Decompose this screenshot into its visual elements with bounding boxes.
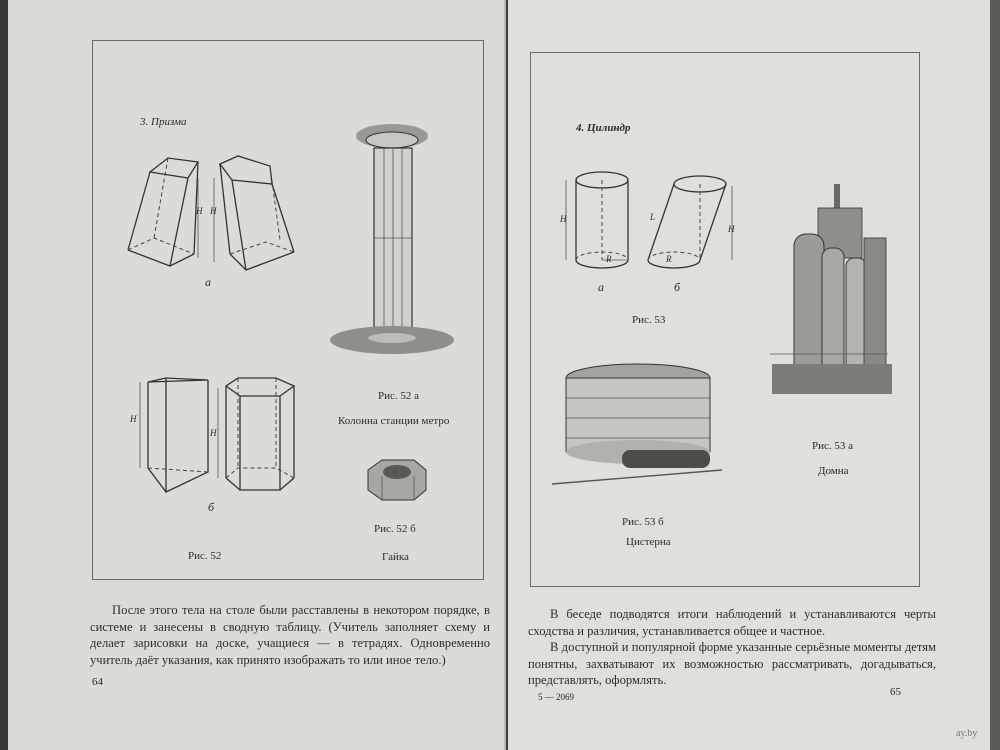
section-title-cylinder: 4. Цилиндр [576, 122, 631, 134]
fig52a-caption: Рис. 52 а [378, 390, 420, 402]
dim-label-h-prism-a2: H [210, 206, 217, 216]
fig52-caption: Рис. 52 [188, 550, 222, 562]
figure-frame-left [92, 40, 484, 580]
section-title-prism: 3. Призма [140, 116, 187, 128]
figure-label-b: б [208, 500, 215, 514]
prism-drawing-b [139, 377, 296, 493]
page-number-left: 64 [92, 676, 103, 688]
right-paragraph-2: В доступной и популярной форме указанные… [528, 640, 936, 687]
dim-label-h-prism-a1: H [196, 206, 203, 216]
blast-furnace-illustration [770, 184, 892, 394]
book-edge [990, 0, 1000, 750]
dim-label-h-cyl-a: H [560, 214, 567, 224]
figure-label-a-right: а [598, 280, 604, 294]
right-paragraph-1: В беседе подводятся итоги наблюдений и у… [528, 607, 936, 638]
fig53a-caption: Рис. 53 а [812, 440, 854, 452]
dim-label-h-cyl-b: H [728, 224, 735, 234]
metro-column-illustration [330, 124, 454, 354]
tank-illustration [551, 363, 723, 485]
dim-label-r-cyl-a: R [606, 254, 612, 264]
dim-label-h-prism-b2: H [210, 428, 217, 438]
signature-mark: 5 — 2069 [538, 692, 574, 702]
figure-label-a: а [205, 275, 211, 289]
fig53b-caption: Рис. 53 б [622, 516, 664, 528]
page-number-right: 65 [890, 686, 901, 698]
fig52b-caption: Рис. 52 б [374, 523, 416, 535]
watermark: ay.by [956, 728, 978, 739]
fig53a-title: Домна [818, 465, 849, 477]
fig53b-title: Цистерна [626, 536, 671, 548]
figure-label-b-right: б [674, 280, 681, 294]
fig53-caption: Рис. 53 [632, 314, 666, 326]
left-body-text: После этого тела на столе были расставле… [90, 602, 490, 668]
fig52a-title: Колонна станции метро [338, 415, 450, 427]
left-paragraph-1: После этого тела на столе были расставле… [90, 603, 490, 667]
nut-illustration [367, 459, 427, 501]
right-page: 4. Цилиндр H R L R H а б Рис. 53 Рис. [508, 0, 990, 750]
cylinder-drawing [565, 171, 733, 269]
dim-label-r-cyl-b: R [666, 254, 672, 264]
dim-label-l-cyl-b: L [650, 212, 656, 222]
prism-drawing-a [127, 155, 295, 271]
fig52b-title: Гайка [382, 551, 409, 563]
left-page: 3. Призма H H а Рис. 52 а Колонна с [8, 0, 506, 750]
figure-frame-right [530, 52, 920, 587]
dim-label-h-prism-b1: H [130, 414, 137, 424]
right-body-text: В беседе подводятся итоги наблюдений и у… [528, 606, 936, 689]
